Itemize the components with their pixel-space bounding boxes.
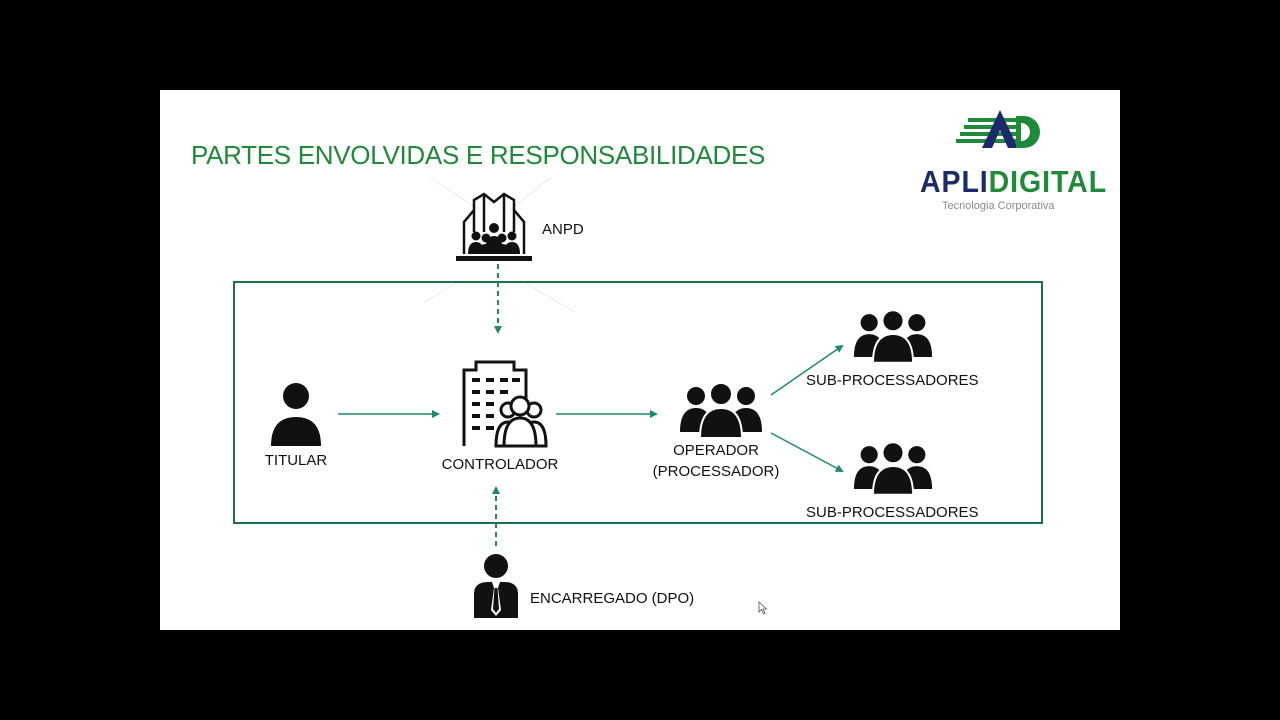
slide-title: PARTES ENVOLVIDAS E RESPONSABILIDADES [191,140,766,170]
decorative-lines [424,177,576,313]
group-icon [853,441,933,496]
group-icon [853,309,933,364]
encarregado-label: ENCARREGADO (DPO) [530,590,695,607]
apli-digital-logo: APLIDIGITAL Tecnologia Corporativa [920,108,1106,212]
government-building-people-icon [456,192,532,261]
arrow-operador-to-sub1 [770,344,844,396]
mouse-cursor-icon [758,601,768,615]
operador-label-line1: OPERADOR [673,442,759,459]
group-icon [680,382,762,438]
arrow-operador-to-sub2 [770,432,844,472]
businessman-tie-icon [474,554,518,618]
controlador-label: CONTROLADOR [441,456,559,473]
operador-label-line2: (PROCESSADOR) [652,463,780,480]
person-icon [271,383,321,446]
logo-wordmark: APLIDIGITAL [920,164,1107,200]
logo-mark-icon [956,110,1040,148]
logo-word-apli: APLI [920,164,989,199]
operador-label: OPERADOR (PROCESSADOR) [648,440,784,482]
sub-processadores-2-label: SUB-PROCESSADORES [806,504,979,521]
titular-label: TITULAR [264,452,328,469]
slide: PARTES ENVOLVIDAS E RESPONSABILIDADES AP… [160,90,1120,630]
sub-processadores-1-label: SUB-PROCESSADORES [806,372,979,389]
organization-frame [233,281,1043,524]
anpd-label: ANPD [542,221,584,238]
logo-tagline: Tecnologia Corporativa [942,200,1055,212]
flow-arrows [338,264,844,546]
logo-word-digital: DIGITAL [988,164,1108,199]
office-building-group-icon [462,360,548,448]
